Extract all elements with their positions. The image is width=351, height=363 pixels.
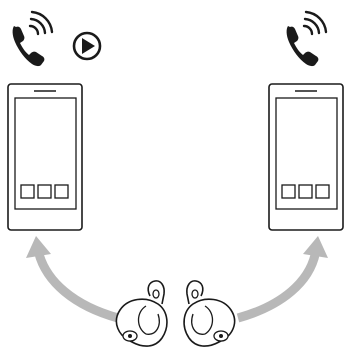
curved-arrow-right	[238, 236, 328, 318]
earbud-icon	[184, 281, 235, 346]
earbud-icon	[116, 281, 167, 346]
phone-call-icon	[13, 12, 52, 66]
left-smartphone	[8, 84, 82, 230]
curved-arrow-left	[26, 236, 118, 318]
phone-call-icon	[287, 12, 326, 66]
right-smartphone	[269, 84, 343, 230]
play-icon	[74, 33, 100, 59]
